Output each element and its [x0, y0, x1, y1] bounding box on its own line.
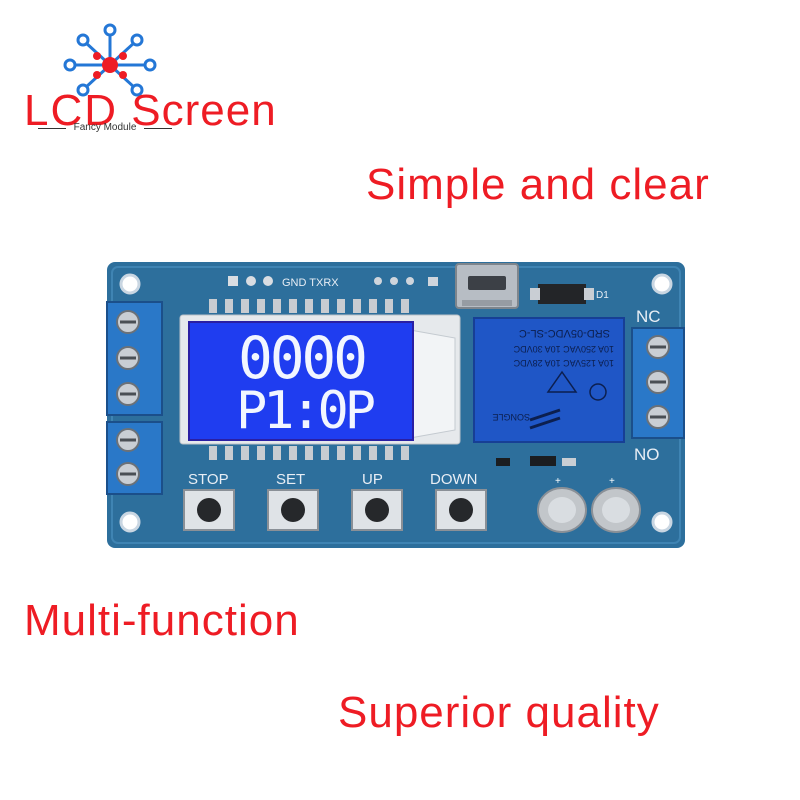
relay-text-1: SRD-05VDC-SL-C: [519, 327, 610, 339]
headline-lcd-screen: LCD Screen: [24, 86, 277, 136]
set-label: SET: [276, 471, 305, 488]
down-button[interactable]: [435, 489, 487, 531]
terminal-block-bottom: [106, 421, 163, 495]
lcd-line-1: 0000: [238, 324, 370, 392]
header-label: GND TXRX: [282, 277, 339, 289]
terminal-block-right: [631, 327, 685, 439]
headline-screen: Screen: [131, 86, 277, 135]
brand-name: Fancy Module: [30, 122, 180, 133]
nc-label: NC: [636, 307, 661, 326]
lcd-screen: [189, 322, 413, 440]
mounting-holes: [119, 273, 673, 533]
down-label: DOWN: [430, 471, 478, 488]
headline-superior-quality: Superior quality: [338, 688, 660, 737]
set-button[interactable]: [267, 489, 319, 531]
relay-text-2: 10A 250VAC 10A 30VDC: [513, 344, 614, 354]
terminal-block-top: [106, 301, 163, 416]
stop-button[interactable]: [183, 489, 235, 531]
smd-components: [496, 456, 576, 466]
capacitor-right: +: [591, 476, 641, 533]
headline-lcd: LCD: [24, 86, 119, 135]
lcd-pins-top: [209, 299, 409, 313]
diode-d1: [530, 284, 594, 304]
up-button[interactable]: [351, 489, 403, 531]
relay: SRD-05VDC-SL-C 10A 250VAC 10A 30VDC 10A …: [473, 317, 625, 443]
relay-text-3: 10A 125VAC 10A 28VDC: [513, 358, 614, 368]
header-pins: [228, 276, 438, 286]
svg-text:+: +: [555, 476, 561, 487]
stop-label: STOP: [188, 471, 229, 488]
d1-label: D1: [596, 290, 609, 301]
lcd-pins-bottom: [209, 446, 409, 460]
no-label: NO: [634, 445, 660, 464]
headline-simple: Simple and clear: [366, 160, 710, 209]
svg-text:+: +: [609, 476, 615, 487]
lcd-line-2: P1:0P: [236, 381, 376, 441]
relay-text-4: SONGLE: [492, 412, 530, 422]
capacitor-left: +: [537, 476, 587, 533]
up-label: UP: [362, 471, 383, 488]
headline-multi-function: Multi-function: [24, 596, 300, 645]
micro-usb-port: [455, 263, 519, 309]
circuit-logo-icon: [63, 23, 157, 97]
